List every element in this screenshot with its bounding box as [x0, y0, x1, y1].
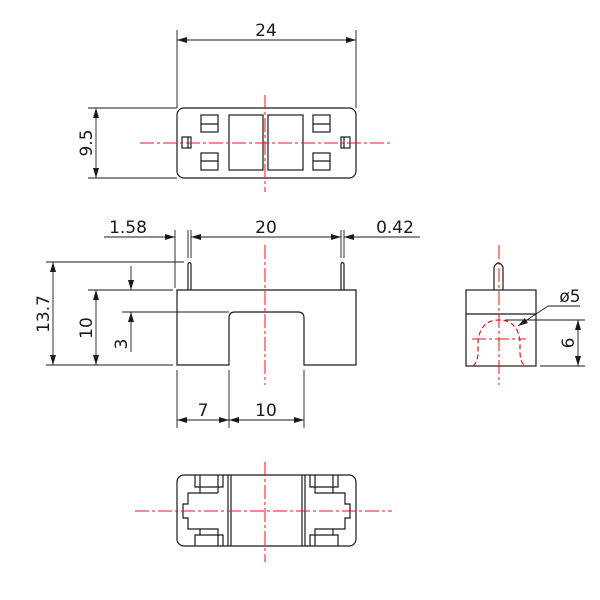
- dim-body-height-10: 10: [77, 317, 97, 339]
- dim-pin-offset-0-42: 0.42: [376, 218, 414, 238]
- side-view-body: [465, 289, 537, 367]
- dim-hole-height-6: 6: [559, 338, 579, 349]
- dim-height-9-5: 9.5: [77, 129, 97, 156]
- dim-hole-diameter: ø5: [559, 287, 580, 307]
- side-view: ø5 6: [465, 245, 585, 385]
- dim-leg-width-7: 7: [198, 401, 209, 421]
- bottom-view: [135, 462, 392, 562]
- dim-total-height-13-7: 13.7: [34, 295, 54, 333]
- dim-slot-depth-3: 3: [112, 339, 132, 350]
- dim-width-24: 24: [255, 21, 277, 41]
- pin-left: [187, 261, 192, 290]
- front-view-body: [176, 289, 357, 366]
- pin-right: [340, 261, 345, 290]
- front-view: 1.58 20 0.42 13.7 10 3 7 10: [34, 218, 420, 428]
- top-view: 24 9.5: [77, 21, 392, 192]
- dim-slot-width-10: 10: [255, 401, 277, 421]
- dim-pin-spacing-20: 20: [255, 218, 277, 238]
- dim-pin-offset-1-58: 1.58: [109, 218, 147, 238]
